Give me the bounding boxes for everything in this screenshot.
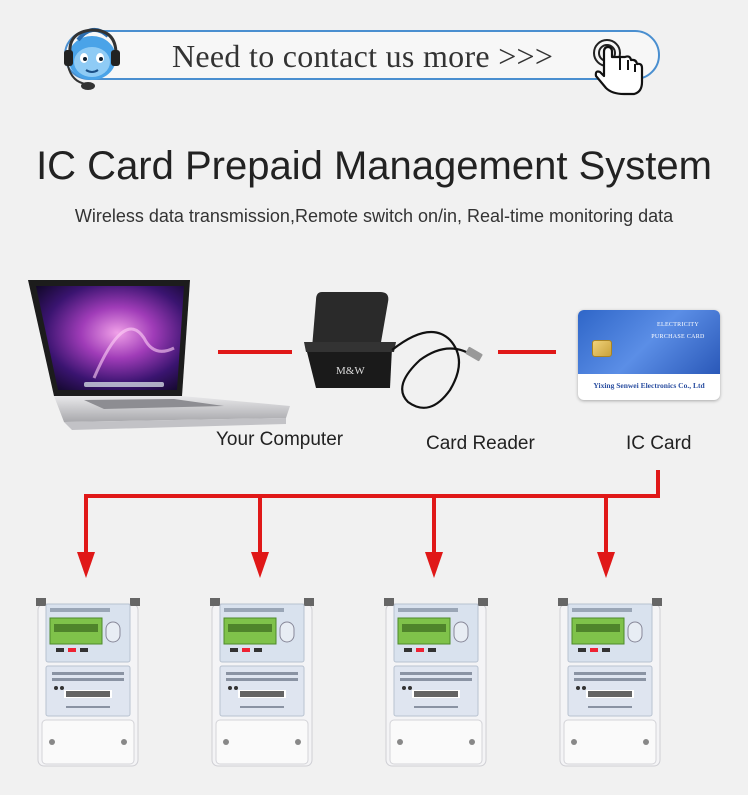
pointing-hand-icon[interactable] [590, 36, 650, 98]
page-subtitle: Wireless data transmission,Remote switch… [74, 206, 674, 226]
energy-meter-icon [558, 596, 662, 768]
energy-meter-icon [384, 596, 488, 768]
card-company: Yixing Senwei Electronics Co., Ltd [593, 381, 705, 390]
reader-brand: M&W [336, 365, 365, 377]
ic-card-label: IC Card [626, 433, 692, 454]
card-chip-icon [592, 340, 612, 357]
arrow-head-4 [597, 552, 615, 578]
laptop-icon [28, 280, 290, 430]
arrow-head-2 [251, 552, 269, 578]
card-reader-label: Card Reader [426, 433, 535, 454]
computer-label: Your Computer [216, 429, 344, 450]
connector-computer-reader [218, 350, 292, 354]
connector-reader-card [498, 350, 556, 354]
contact-banner[interactable] [64, 30, 660, 80]
headset-mascot-icon [64, 28, 120, 90]
page-title: IC Card Prepaid Management System [36, 144, 712, 188]
energy-meter-icon [36, 596, 140, 768]
card-reader-icon: M&W [304, 292, 483, 409]
distribution-arrows [77, 470, 660, 578]
contact-banner-text[interactable]: Need to contact us more >>> [172, 38, 554, 74]
energy-meter-icon [210, 596, 314, 768]
arrow-head-3 [425, 552, 443, 578]
card-subtitle: PURCHASE CARD [651, 334, 705, 340]
ic-card-icon: ELECTRICITY PURCHASE CARD Yixing Senwei … [578, 310, 720, 400]
card-title: ELECTRICITY [657, 322, 699, 328]
arrow-head-1 [77, 552, 95, 578]
